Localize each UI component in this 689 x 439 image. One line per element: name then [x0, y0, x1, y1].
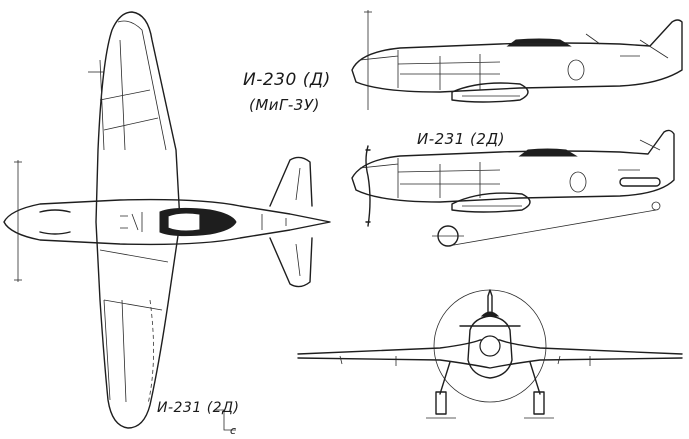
front-fin: [487, 289, 493, 317]
front-canopy: [480, 311, 500, 317]
side2-emblem: [569, 171, 587, 193]
side-view-i230: [351, 10, 683, 110]
plan-aileron-lower: [99, 249, 169, 403]
plan-wing-trailing-edge: [99, 59, 111, 401]
front-right-gear: [529, 361, 545, 415]
side1-canopy: [506, 38, 572, 47]
plan-wing-leading-edge: [117, 20, 167, 151]
side2-radiator: [451, 192, 531, 213]
plan-wing-dashed-edge: [147, 299, 154, 405]
front-fuselage: [467, 315, 513, 379]
side-view-i231: [351, 129, 675, 247]
front-left-gear: [435, 361, 451, 415]
front-wing-ribs: [339, 355, 591, 366]
label-i230: И-230 (Д): [243, 70, 331, 90]
side2-panel-lines: [397, 139, 661, 198]
side1-canopy-frame: [520, 33, 669, 59]
label-i231-plan: И-231 (2Д): [157, 400, 240, 416]
plan-tailplane: [269, 156, 313, 288]
plan-exhaust-upper: [39, 209, 71, 213]
label-mig3u: (МиГ-3У): [249, 96, 320, 114]
plan-exhaust-lower: [39, 231, 71, 235]
side1-panel-lines: [397, 54, 640, 90]
front-view: [297, 289, 683, 419]
plan-fuselage: [3, 198, 331, 246]
side2-gear-line: [447, 209, 657, 247]
plan-view: [3, 11, 331, 431]
side2-propeller: [365, 145, 371, 227]
plan-leader-line: [214, 409, 236, 431]
label-i231-side: И-231 (2Д): [417, 130, 505, 148]
plan-aileron-upper: [99, 39, 159, 151]
side2-tail-wheel: [651, 201, 661, 211]
side1-spinner-line: [359, 50, 399, 88]
front-spinner: [479, 335, 501, 357]
plan-tail-detail: [261, 214, 287, 230]
plan-cockpit-frame: [167, 212, 201, 232]
plan-cockpit-details: [120, 212, 143, 232]
side1-fuselage: [351, 19, 683, 93]
side2-exhaust: [619, 177, 661, 187]
side2-canopy: [518, 148, 578, 157]
plan-elevator-line: [295, 167, 301, 277]
side1-fin-emblem: [567, 59, 585, 81]
plan-wing-outline: [95, 11, 181, 429]
label-section-mark: с: [230, 424, 237, 437]
side2-fuselage: [351, 129, 675, 203]
side1-radiator: [451, 82, 529, 103]
